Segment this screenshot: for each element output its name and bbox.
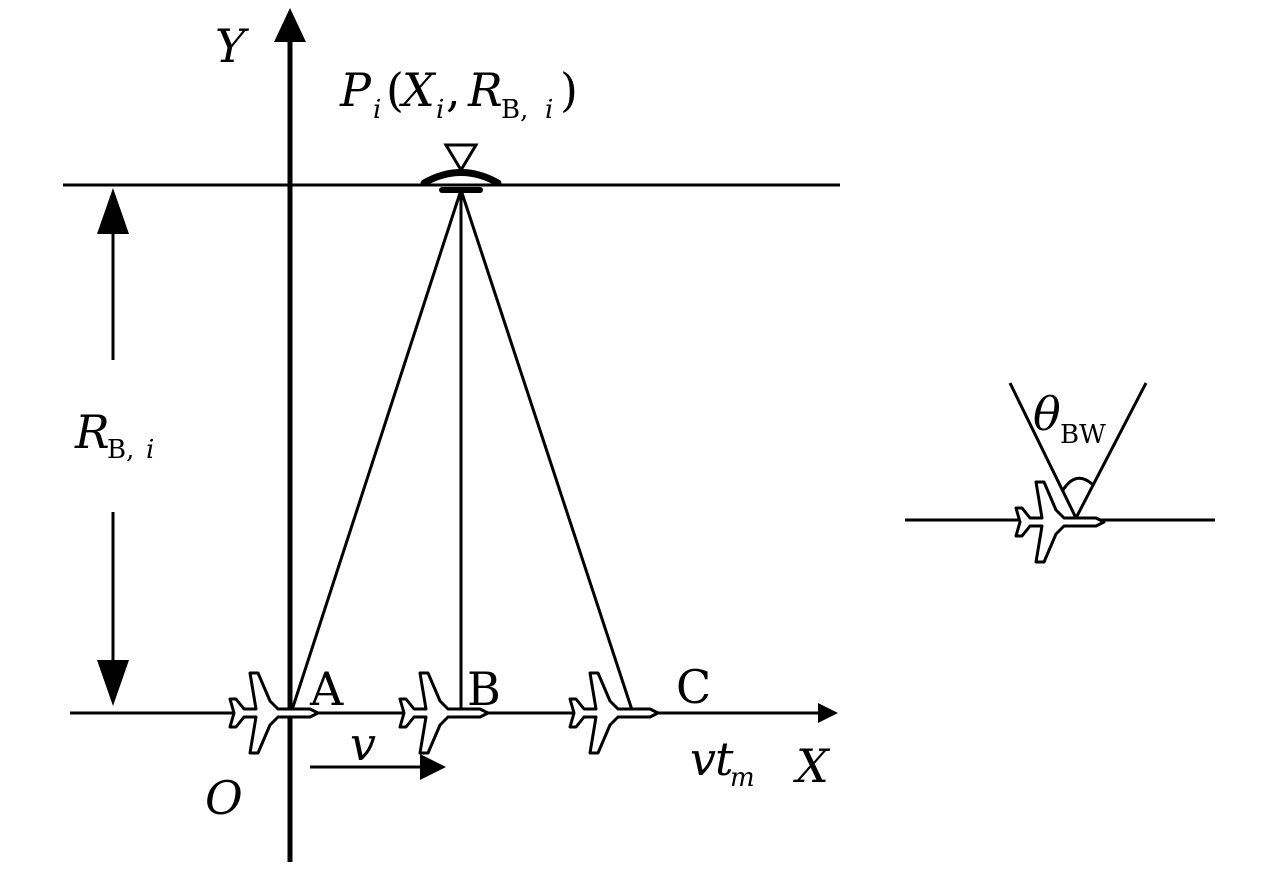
target-label-R-sub: B, bbox=[501, 95, 528, 125]
slant-range-lines bbox=[290, 189, 634, 711]
distance-label-t: t bbox=[715, 732, 734, 786]
position-label-A: A bbox=[309, 662, 344, 716]
y-axis-arrowhead-icon bbox=[274, 8, 306, 42]
range-arrow-down-icon bbox=[97, 660, 129, 706]
velocity-arrowhead-icon bbox=[420, 754, 446, 780]
y-axis-label: Y bbox=[215, 19, 250, 73]
target-label-X-sub: i bbox=[436, 95, 444, 125]
distance-label-sub: m bbox=[730, 763, 755, 793]
beamwidth-sub: BW bbox=[1060, 420, 1106, 450]
range-label-R: R bbox=[74, 405, 110, 459]
range-label-sub-i: i bbox=[146, 435, 154, 465]
svg-text:): ) bbox=[560, 63, 578, 117]
x-axis-label: X bbox=[793, 739, 831, 793]
position-label-B: B bbox=[467, 662, 501, 716]
position-label-C: C bbox=[676, 660, 711, 714]
origin-label: O bbox=[205, 771, 243, 825]
range-arrow bbox=[97, 188, 129, 706]
target-label: P i ( X i , R B, i ) bbox=[339, 63, 578, 125]
y-axis bbox=[274, 8, 306, 862]
target-label-R: R bbox=[467, 63, 503, 117]
range-label-sub: B, bbox=[107, 435, 134, 465]
svg-text:(: ( bbox=[386, 63, 404, 117]
airplane-icon bbox=[228, 671, 320, 755]
beamwidth-inset bbox=[905, 382, 1215, 564]
airplane-icon bbox=[1014, 480, 1106, 564]
velocity-arrow bbox=[310, 754, 446, 780]
target-label-P-sub: i bbox=[373, 95, 381, 125]
beamwidth-label: θ BW bbox=[1033, 387, 1106, 450]
range-label: R B, i bbox=[74, 405, 154, 465]
target-label-X: X bbox=[399, 63, 437, 117]
svg-text:,: , bbox=[446, 63, 461, 117]
target-label-R-sub-i: i bbox=[545, 95, 553, 125]
range-arrow-up-icon bbox=[97, 188, 129, 234]
velocity-label: v bbox=[350, 717, 376, 771]
target-label-P: P bbox=[339, 63, 372, 117]
x-axis-arrowhead-icon bbox=[818, 703, 838, 723]
airplane-icon bbox=[568, 671, 660, 755]
distance-label-v: v bbox=[690, 732, 716, 786]
target-triangle-icon bbox=[420, 143, 502, 193]
distance-label: v t m bbox=[690, 732, 755, 793]
beamwidth-theta: θ bbox=[1033, 387, 1061, 441]
